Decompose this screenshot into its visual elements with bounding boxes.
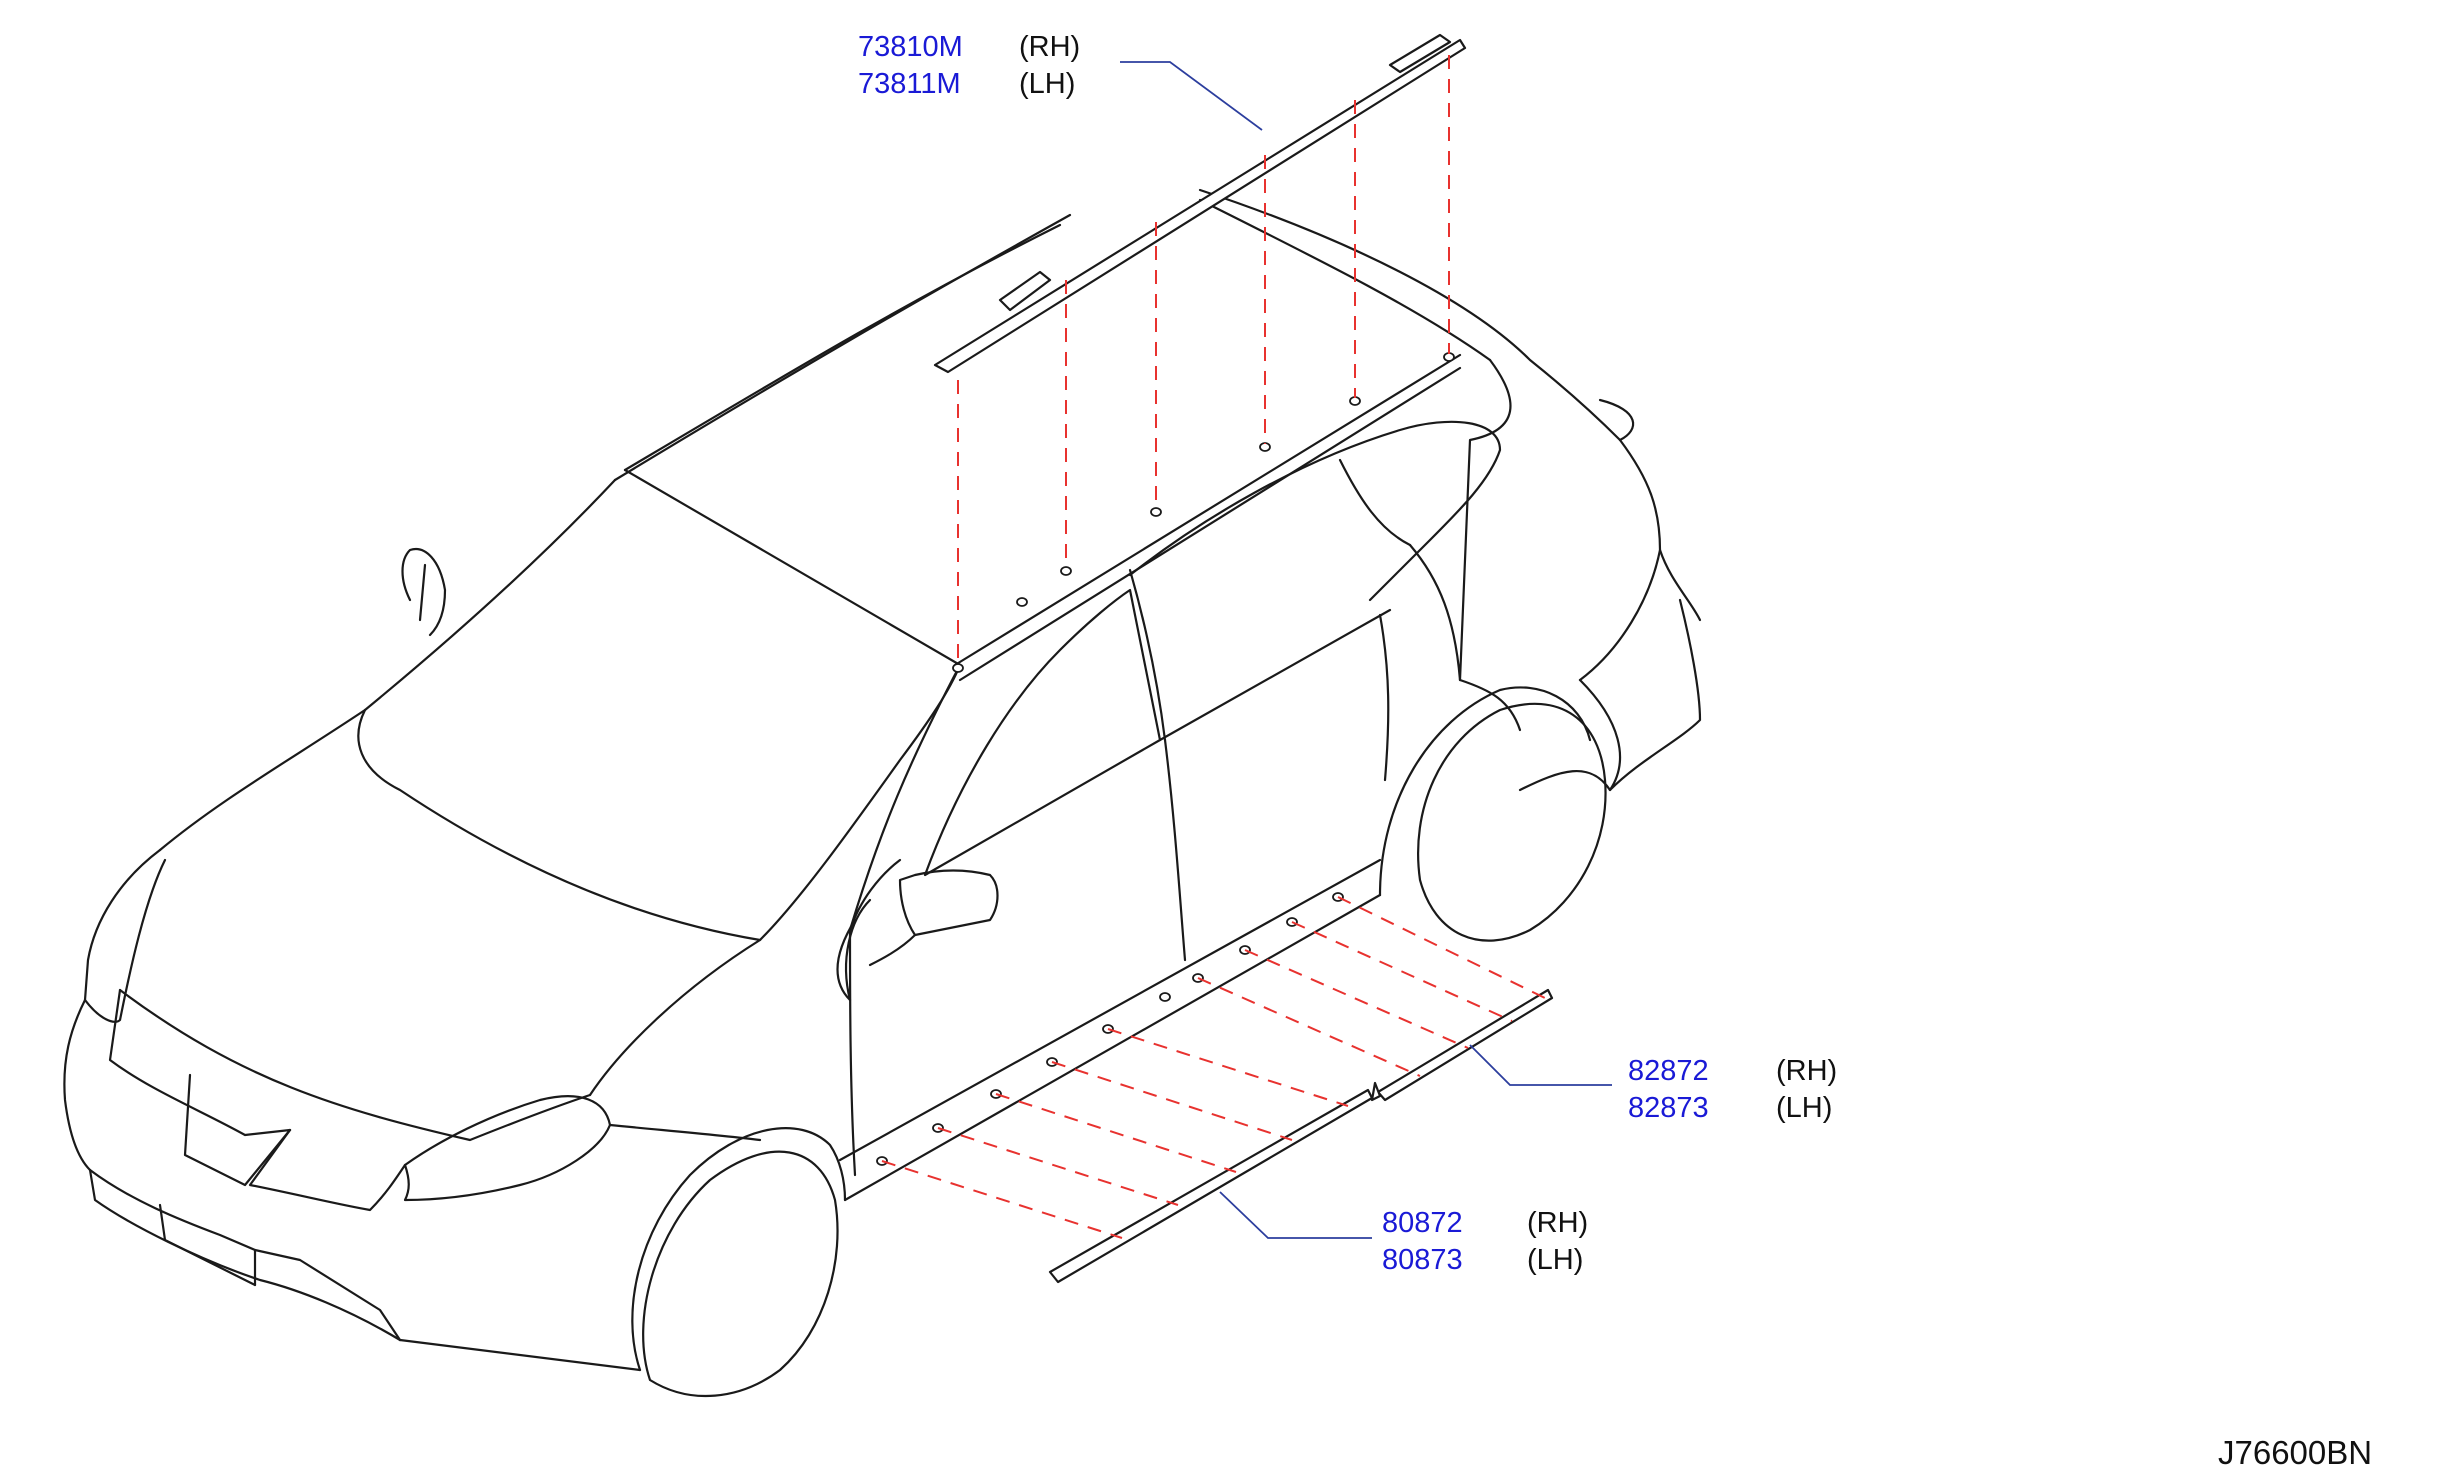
part-number-lh: 82873: [1628, 1092, 1709, 1124]
part-number-rh: 73810M: [858, 31, 963, 63]
side-label-rh: (RH): [1527, 1207, 1588, 1239]
part-number-lh: 73811M: [858, 68, 961, 100]
sill-guide-lines: [881, 896, 1546, 1239]
side-label-lh: (LH): [1776, 1092, 1832, 1124]
vehicle-outline: [63, 188, 1702, 1398]
part-number-lh: 80873: [1382, 1244, 1463, 1276]
leader-lines: [1120, 61, 1612, 1239]
diagram-code: J76600BN: [2218, 1434, 2372, 1471]
side-label-lh: (LH): [1527, 1244, 1583, 1276]
roof-rail-part: [933, 33, 1467, 374]
side-label-lh: (LH): [1019, 68, 1075, 100]
callout-front-sill-molding: 80872 (RH) 80873 (LH): [1382, 1207, 1588, 1276]
callout-roof-rail: 73810M (RH) 73811M (LH): [858, 31, 1080, 100]
callout-rear-sill-molding: 82872 (RH) 82873 (LH): [1628, 1055, 1837, 1124]
side-label-rh: (RH): [1019, 31, 1080, 63]
sill-molding-front: [1048, 1088, 1374, 1284]
roof-guide-lines: [957, 55, 1450, 665]
part-number-rh: 80872: [1382, 1207, 1463, 1239]
sill-molding-rear: [1370, 988, 1554, 1102]
side-label-rh: (RH): [1776, 1055, 1837, 1087]
part-number-rh: 82872: [1628, 1055, 1709, 1087]
